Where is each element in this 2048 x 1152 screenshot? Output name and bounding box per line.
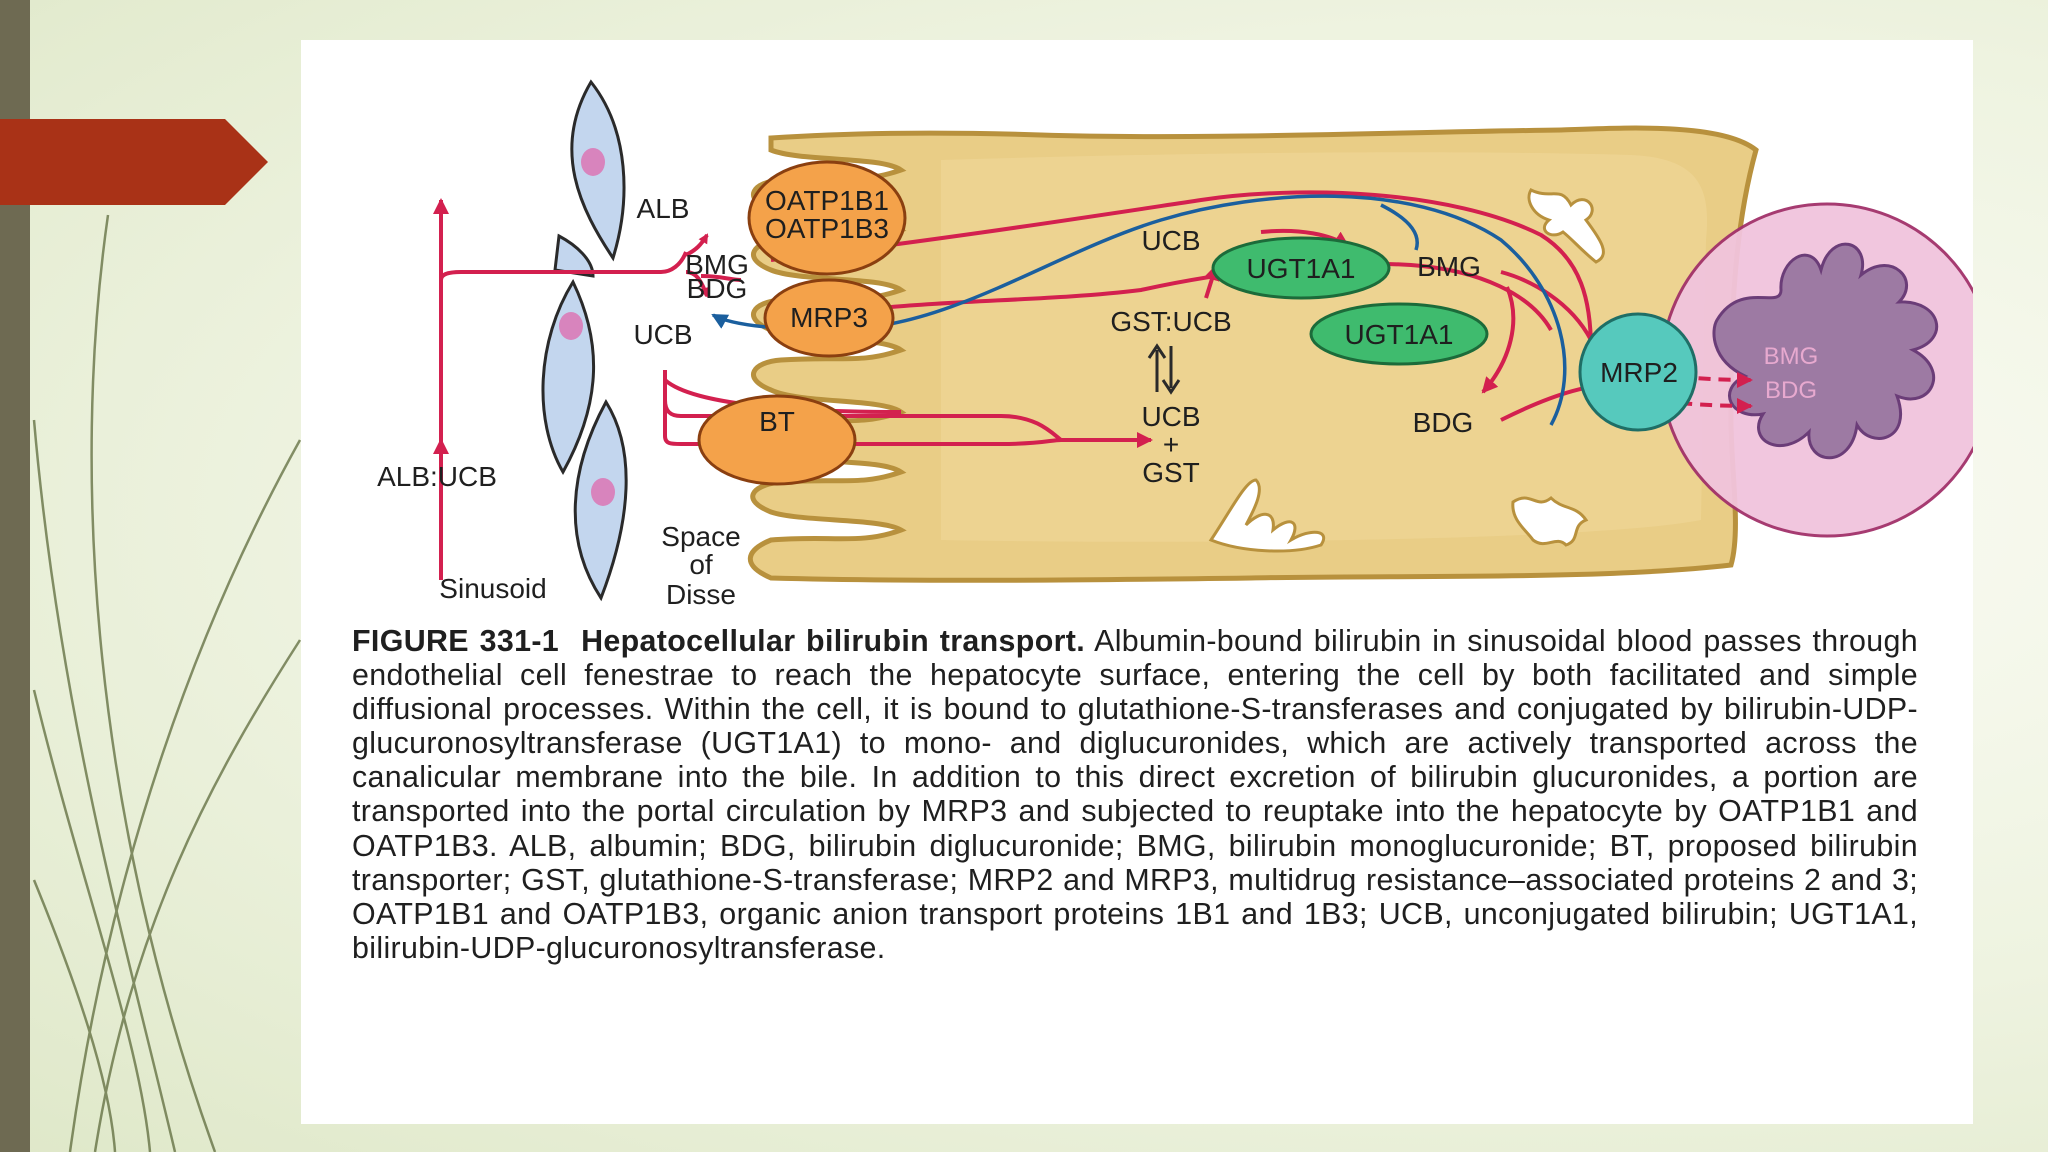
label-bmg-left: BMG: [685, 249, 749, 280]
label-space: Space: [661, 521, 740, 552]
mrp3-transporter: [763, 278, 895, 358]
label-bt: BT: [759, 406, 795, 437]
label-bdg-canal: BDG: [1765, 377, 1817, 404]
label-gst: GST: [1142, 457, 1200, 488]
label-sinusoid: Sinusoid: [439, 573, 546, 604]
label-ugt1a1-mid: UGT1A1: [1345, 319, 1454, 350]
bt-transporter: [697, 394, 857, 486]
figure-number: FIGURE 331-1: [352, 624, 560, 658]
label-ugt1a1-top: UGT1A1: [1247, 253, 1356, 284]
organelles: [1208, 188, 1605, 553]
label-mrp3: MRP3: [790, 302, 868, 333]
label-bmg-canal: BMG: [1764, 343, 1819, 370]
endothelial-cells: [541, 79, 628, 602]
label-alb-ucb: ALB:UCB: [377, 461, 497, 492]
label-ucb-top: UCB: [1141, 225, 1200, 256]
accent-arrow-tab: [0, 119, 268, 205]
label-oatp1b3: OATP1B3: [765, 213, 889, 244]
ugt1a1-enzyme-mid: [1309, 302, 1489, 366]
decorative-lines: [32, 214, 302, 1152]
bile-canaliculus: [1659, 202, 1973, 538]
label-alb: ALB: [637, 193, 690, 224]
label-bdg-left: BDG: [687, 273, 748, 304]
label-oatp1b1: OATP1B1: [765, 185, 889, 216]
label-disse: Disse: [666, 579, 736, 610]
oatp-transporter: [747, 160, 907, 276]
label-of: of: [689, 549, 713, 580]
mrp2-transporter: [1578, 312, 1698, 432]
figure-panel: ALB BMG BDG UCB ALB:UCB Sinusoid Space o…: [301, 40, 1973, 1124]
label-bdg-right: BDG: [1413, 407, 1474, 438]
label-plus: +: [1163, 429, 1179, 460]
ugt1a1-enzyme-top: [1211, 236, 1391, 300]
label-gst-ucb: GST:UCB: [1110, 306, 1231, 337]
bilirubin-transport-diagram: ALB BMG BDG UCB ALB:UCB Sinusoid Space o…: [377, 79, 1973, 610]
caption-body: Albumin-bound bilirubin in sinusoidal bl…: [352, 624, 1918, 965]
label-bmg-right: BMG: [1417, 251, 1481, 282]
figure-title: Hepatocellular bilirubin transport.: [581, 624, 1086, 658]
label-mrp2: MRP2: [1600, 357, 1678, 388]
figure-caption: FIGURE 331-1 Hepatocellular bilirubin tra…: [352, 624, 1918, 965]
equilibrium-arrows: [1147, 343, 1181, 395]
label-ucb-left: UCB: [633, 319, 692, 350]
label-ucb-mid: UCB: [1141, 401, 1200, 432]
